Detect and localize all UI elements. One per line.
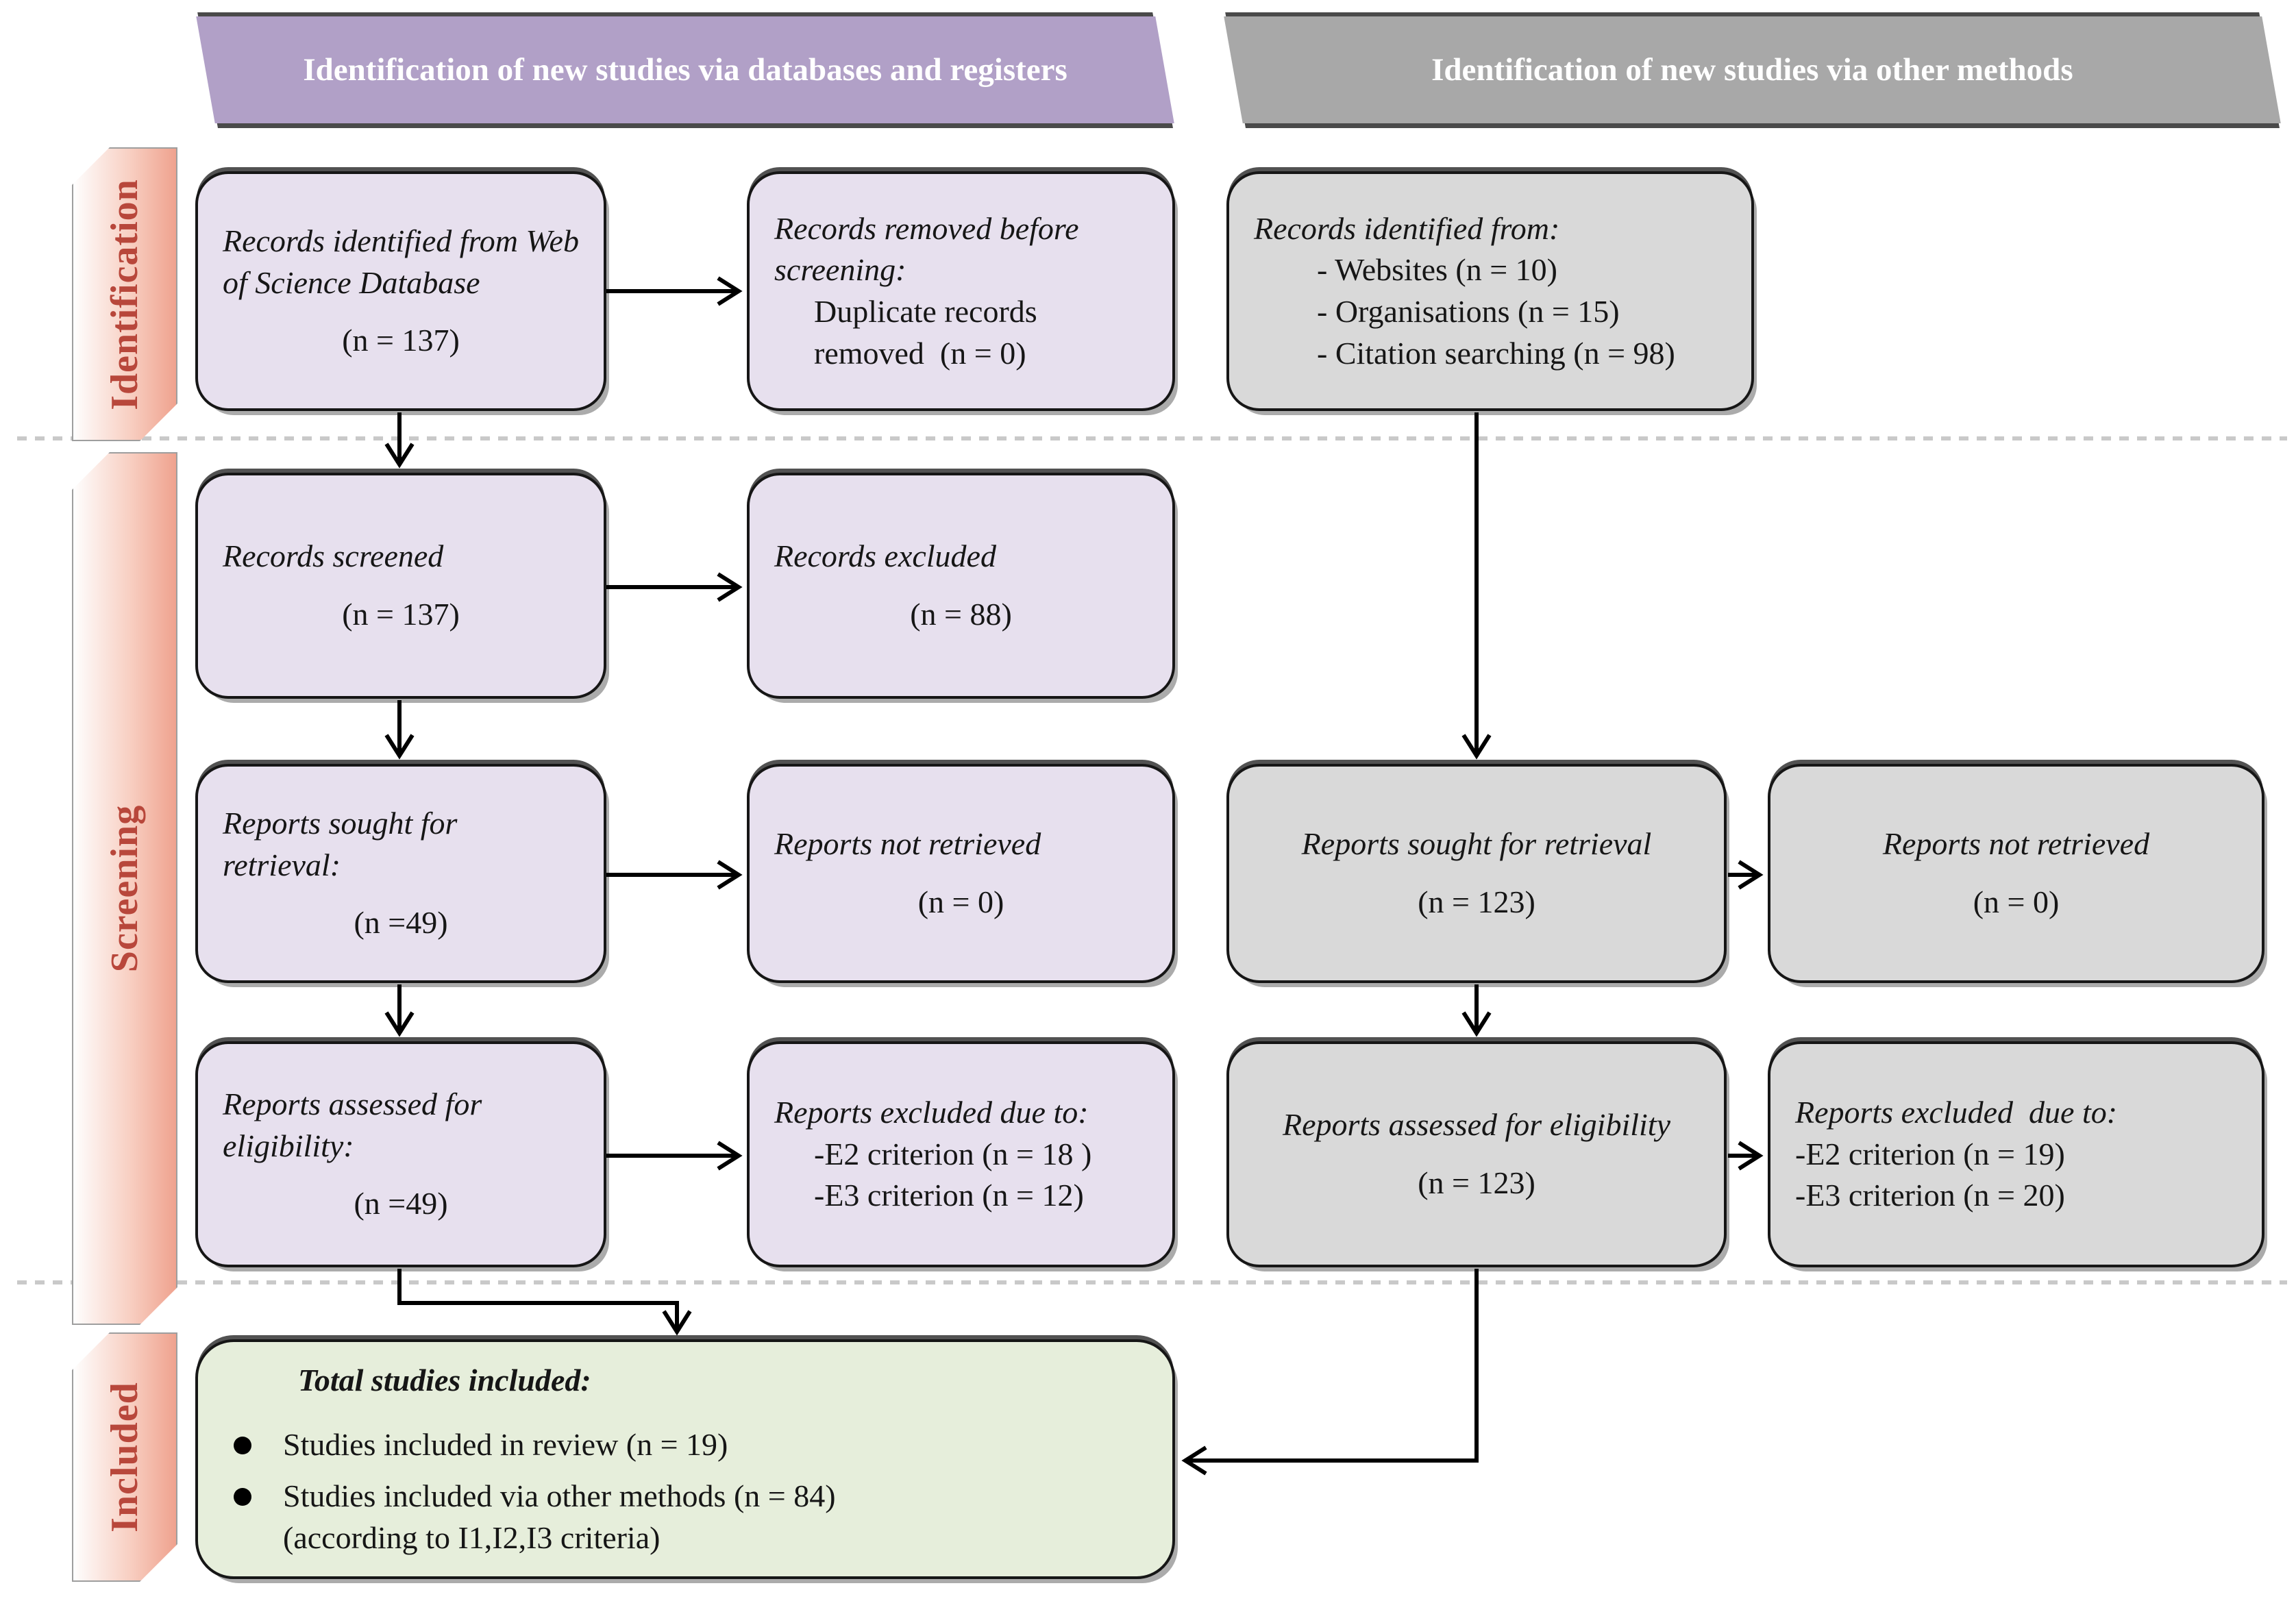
box-records-identified-other-title: Records identified from: bbox=[1254, 210, 1560, 246]
box-records-identified-other-item-citation: - Citation searching (n = 98) bbox=[1317, 335, 1675, 371]
box-total-studies-included: Total studies included: Studies included… bbox=[195, 1339, 1175, 1579]
box-records-identified-databases-count: (n = 137) bbox=[342, 323, 460, 358]
box-reports-sought-title: Reports sought for retrieval: bbox=[223, 805, 465, 882]
box-other-reports-not-retrieved: Reports not retrieved (n = 0) bbox=[1768, 764, 2264, 983]
box-records-identified-other-item-organisations: - Organisations (n = 15) bbox=[1317, 294, 1620, 329]
box-reports-excluded: Reports excluded due to: -E2 criterion (… bbox=[747, 1041, 1175, 1267]
box-records-excluded: Records excluded (n = 88) bbox=[747, 473, 1175, 699]
box-reports-assessed-title: Reports assessed for eligibility: bbox=[223, 1086, 490, 1163]
box-other-reports-excluded-title: Reports excluded due to: bbox=[1795, 1094, 2118, 1130]
list-item: Studies included in review (n = 19) bbox=[223, 1424, 1148, 1466]
box-other-reports-sought-count: (n = 123) bbox=[1418, 884, 1535, 919]
box-records-identified-databases-title: Records identified from Web of Science D… bbox=[223, 223, 587, 300]
box-other-reports-assessed-count: (n = 123) bbox=[1418, 1165, 1535, 1200]
stage-label-included: Included bbox=[72, 1332, 177, 1582]
divider-screening-included bbox=[17, 1280, 2287, 1284]
box-other-reports-assessed-title: Reports assessed for eligibility bbox=[1282, 1107, 1670, 1143]
bullet-icon bbox=[234, 1488, 251, 1506]
box-records-screened: Records screened (n = 137) bbox=[195, 473, 606, 699]
box-other-reports-excluded: Reports excluded due to: -E2 criterion (… bbox=[1768, 1041, 2264, 1267]
box-reports-not-retrieved-count: (n = 0) bbox=[917, 884, 1004, 919]
box-records-removed-title: Records removed before screening: bbox=[774, 210, 1087, 288]
box-other-reports-excluded-item-e3: -E3 criterion (n = 20) bbox=[1795, 1178, 2065, 1213]
list-item: Studies included via other methods (n = … bbox=[223, 1476, 1148, 1517]
box-records-excluded-title: Records excluded bbox=[774, 538, 996, 574]
banner-other-methods-label: Identification of new studies via other … bbox=[1431, 51, 2073, 88]
stage-label-identification: Identification bbox=[72, 147, 177, 441]
box-records-identified-databases: Records identified from Web of Science D… bbox=[195, 171, 606, 411]
box-records-identified-other-item-websites: - Websites (n = 10) bbox=[1317, 252, 1557, 288]
divider-identification-screening bbox=[17, 436, 2287, 440]
box-reports-assessed-count: (n =49) bbox=[354, 1186, 448, 1221]
box-records-excluded-count: (n = 88) bbox=[910, 597, 1012, 632]
box-other-reports-not-retrieved-count: (n = 0) bbox=[1973, 884, 2060, 919]
banner-other-methods: Identification of new studies via other … bbox=[1224, 16, 2281, 123]
stage-label-included-text: Included bbox=[103, 1382, 147, 1532]
box-reports-not-retrieved: Reports not retrieved (n = 0) bbox=[747, 764, 1175, 983]
included-in-review-text: Studies included in review (n = 19) bbox=[283, 1427, 728, 1463]
box-other-reports-sought: Reports sought for retrieval (n = 123) bbox=[1226, 764, 1727, 983]
box-other-reports-not-retrieved-title: Reports not retrieved bbox=[1882, 826, 2150, 862]
box-reports-assessed: Reports assessed for eligibility: (n =49… bbox=[195, 1041, 606, 1267]
included-criteria-note: (according to I1,I2,I3 criteria) bbox=[283, 1519, 661, 1555]
banner-databases-registers: Identification of new studies via databa… bbox=[196, 16, 1174, 123]
box-total-studies-included-title: Total studies included: bbox=[298, 1362, 591, 1398]
included-other-methods-text: Studies included via other methods (n = … bbox=[283, 1478, 836, 1513]
box-records-identified-other: Records identified from: - Websites (n =… bbox=[1226, 171, 1754, 411]
box-records-removed-before-screening: Records removed before screening: Duplic… bbox=[747, 171, 1175, 411]
arrow-assessed-to-included bbox=[397, 1269, 692, 1336]
box-records-screened-title: Records screened bbox=[223, 538, 444, 574]
bullet-icon bbox=[234, 1437, 251, 1455]
stage-label-screening-text: Screening bbox=[103, 804, 146, 973]
box-records-removed-body: Duplicate records removed (n = 0) bbox=[814, 294, 1046, 371]
box-reports-not-retrieved-title: Reports not retrieved bbox=[774, 826, 1041, 862]
box-other-reports-assessed: Reports assessed for eligibility (n = 12… bbox=[1226, 1041, 1727, 1267]
box-reports-sought: Reports sought for retrieval: (n =49) bbox=[195, 764, 606, 983]
stage-label-identification-text: Identification bbox=[103, 178, 146, 410]
box-reports-excluded-item-e3: -E3 criterion (n = 12) bbox=[814, 1178, 1084, 1213]
box-reports-excluded-title: Reports excluded due to: bbox=[774, 1094, 1089, 1130]
stage-label-screening: Screening bbox=[72, 452, 177, 1325]
box-reports-excluded-item-e2: -E2 criterion (n = 18 ) bbox=[814, 1136, 1092, 1171]
box-reports-sought-count: (n =49) bbox=[354, 905, 448, 941]
box-other-reports-sought-title: Reports sought for retrieval bbox=[1301, 826, 1652, 862]
box-records-screened-count: (n = 137) bbox=[342, 597, 460, 632]
box-other-reports-excluded-item-e2: -E2 criterion (n = 19) bbox=[1795, 1136, 2065, 1171]
banner-databases-registers-label: Identification of new studies via databa… bbox=[303, 51, 1067, 88]
arrow-other-assessed-to-included bbox=[1181, 1269, 1479, 1476]
